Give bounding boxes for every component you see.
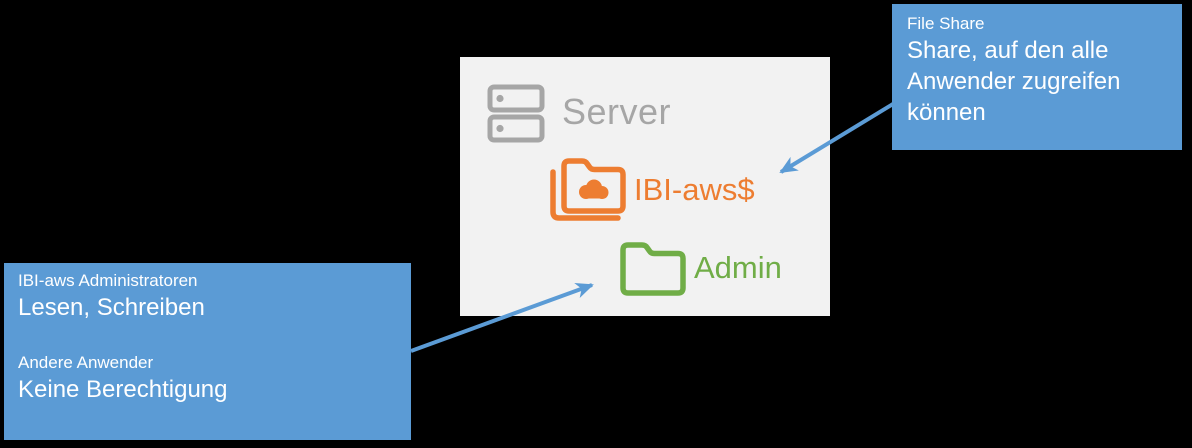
callout-permissions: IBI-aws Administratoren Lesen, Schreiben… xyxy=(4,263,411,440)
server-panel xyxy=(460,57,830,316)
server-label: Server xyxy=(562,91,672,132)
folder-icon xyxy=(619,241,687,297)
permission-value-admins: Lesen, Schreiben xyxy=(18,294,205,321)
permission-group-admins: IBI-aws Administratoren xyxy=(18,271,198,290)
permission-value-others: Keine Berechtigung xyxy=(18,376,228,403)
permission-group-others: Andere Anwender xyxy=(18,353,154,372)
callout-file-share-body-line3: können xyxy=(907,99,986,126)
share-label-ibi-aws: IBI-aws$ xyxy=(634,172,755,207)
callout-file-share: File Share Share, auf den alle Anwender … xyxy=(892,4,1182,150)
callout-file-share-body-line1: Share, auf den alle xyxy=(907,37,1109,64)
callout-blank-line xyxy=(18,323,397,352)
server-icon xyxy=(487,84,545,144)
share-label-admin: Admin xyxy=(694,250,782,285)
shared-cloud-folder-icon xyxy=(548,156,626,226)
callout-file-share-title: File Share xyxy=(907,14,985,33)
callout-file-share-body-line2: Anwender zugreifen xyxy=(907,68,1121,95)
